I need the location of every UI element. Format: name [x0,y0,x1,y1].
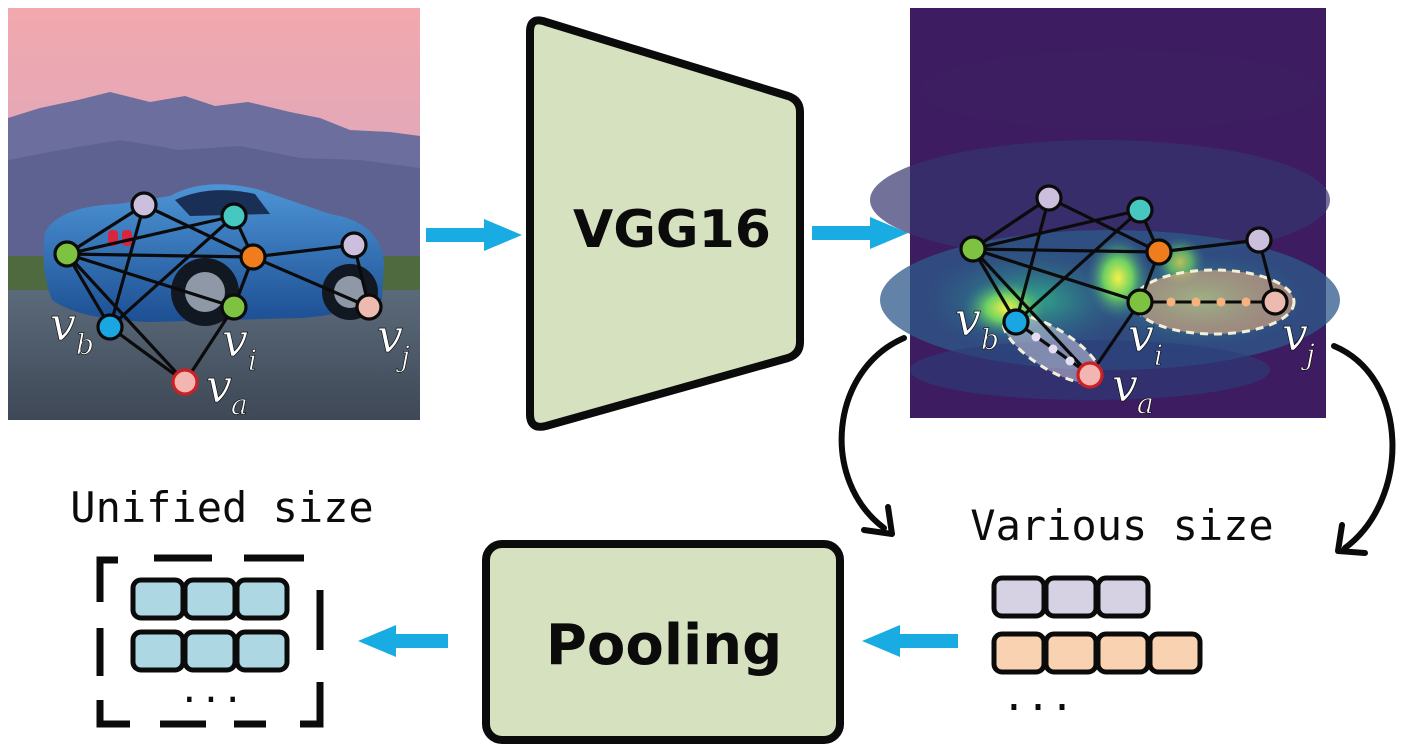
feature-cell [991,575,1047,619]
dot-orange [1166,297,1176,307]
pooling-block: Pooling [482,540,844,744]
node-vi [220,293,248,321]
curved-arrows [838,335,1396,556]
label-vb-base: v [955,292,981,346]
feature-cell [1095,575,1151,619]
node-teal [1126,196,1154,224]
feature-cell [1043,631,1099,675]
car-body [43,184,384,322]
feature-cell [1147,631,1203,675]
feature-cell [130,577,186,621]
vgg16-label: VGG16 [573,200,771,260]
node-teal [220,202,248,230]
dot-lavender [1031,332,1041,342]
arrow-vgg-to-heatmap [812,217,908,249]
dot-orange [1191,297,1201,307]
various-size-features [991,575,1203,675]
dot-orange [1241,297,1251,307]
unified-size-frame [96,554,324,728]
unified-size-caption: Unified size [70,483,373,532]
feature-cell [234,577,290,621]
node-vb [1002,308,1030,336]
car-window [175,190,270,216]
pooling-label: Pooling [546,613,782,678]
label-va-sub: a [1137,387,1154,420]
arrow-input-to-vgg [426,219,522,251]
node-vb [96,313,124,341]
arrow-pooling-to-unified [358,625,448,657]
label-vb-sub: b [981,323,999,356]
heatmap-graph-nodes [959,184,1289,389]
label-vi-sub: i [248,344,257,377]
node-lavender [340,231,368,259]
feature-cell [234,629,290,673]
vgg16-block: VGG16 [526,16,804,431]
node-vj [355,293,383,321]
curved-arrow-right-head [1335,522,1368,556]
feature-cell [182,577,238,621]
node-va [1076,361,1104,389]
label-vi-sub: i [1154,339,1163,372]
input-graph-nodes [53,191,383,396]
heatmap-pooled-dots [1031,297,1251,366]
feature-cell [991,631,1047,675]
label-vi-base: v [1128,308,1154,362]
feature-cell [130,629,186,673]
node-lavender [1035,184,1063,212]
curved-arrow-left-head [861,504,895,537]
node-vj [1261,288,1289,316]
label-vb-sub: b [76,328,94,361]
label-vb-base: v [50,297,76,351]
unified-size-features [130,577,290,673]
node-orange [1145,238,1173,266]
node-green [959,235,987,263]
node-green [53,240,81,268]
node-orange [239,243,267,271]
curved-arrow-left [838,335,907,531]
feature-cell [182,629,238,673]
heatmap-image [870,8,1340,418]
arrow-various-to-pooling [862,625,958,657]
heatmap-node-labels: v b v i v j v a [955,292,1316,421]
dot-lavender [1048,344,1058,354]
unified-size-ellipsis: ... [178,670,243,711]
input-node-labels: v b v i v j v a [50,297,411,422]
various-size-caption: Various size [970,501,1273,550]
dot-orange [1216,297,1226,307]
curved-arrow-right [1331,343,1396,551]
various-size-ellipsis: ... [1002,674,1074,720]
node-vi [1126,288,1154,316]
label-va-base: v [206,359,232,413]
dot-lavender [1065,356,1075,366]
label-va-sub: a [231,388,248,421]
label-vi-base: v [222,313,248,367]
label-va-base: v [1112,358,1138,412]
feature-cell [1095,631,1151,675]
feature-cell [1043,575,1099,619]
label-vj-base: v [1282,307,1308,361]
node-va [171,368,199,396]
node-lavender [130,191,158,219]
label-vj-base: v [377,309,403,363]
node-lavender [1245,226,1273,254]
